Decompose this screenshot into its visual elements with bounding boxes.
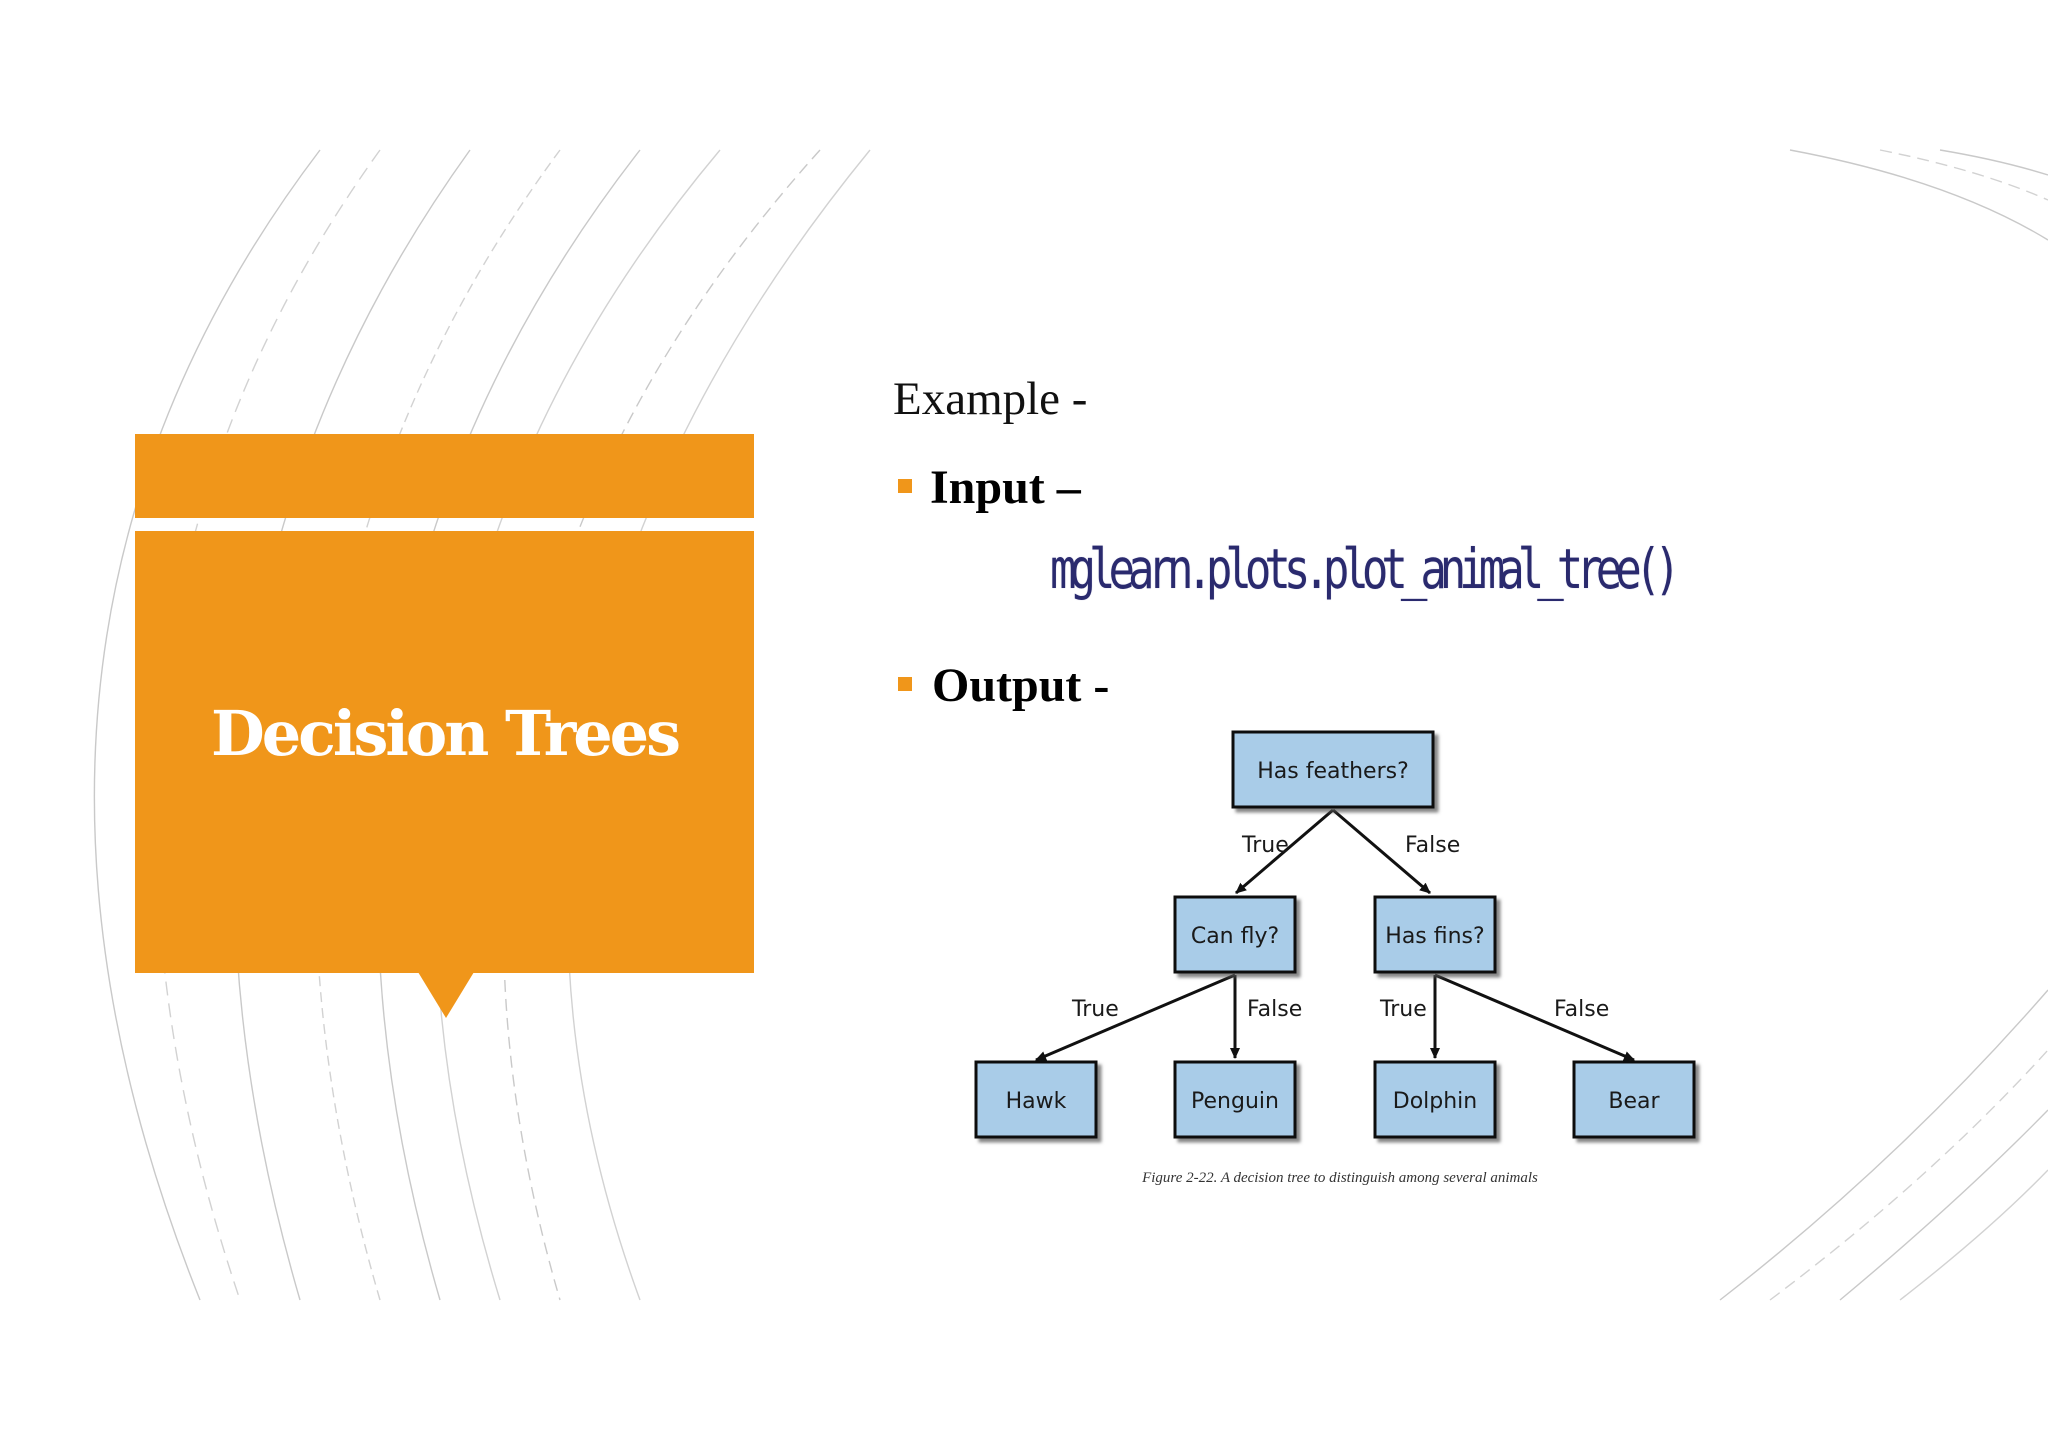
slide-title: Decision Trees [210,697,681,770]
bottom-right-arc-group [1719,989,2048,1301]
callout-pointer [418,972,474,1018]
node-root-label: Has feathers? [1257,759,1409,784]
node-dolphin: Dolphin [1373,1060,1497,1139]
input-label: Input – [930,461,1081,514]
node-root: Has feathers? [1231,730,1435,809]
node-right-label: Has fins? [1385,924,1484,949]
edge-label-right-left: True [1379,997,1427,1022]
decision-tree-diagram: True False True False True False Has fea… [974,730,1696,1139]
title-box [135,531,754,973]
output-label: Output - [932,659,1110,712]
figure-caption: Figure 2-22. A decision tree to distingu… [1142,1170,1538,1186]
edge-label-right-right: False [1554,997,1609,1022]
node-left: Can fly? [1173,895,1297,974]
input-bullet [898,479,912,493]
code-snippet: mglearn.plots.plot_animal_tree() [1050,538,1681,602]
edge-root-left [1235,808,1334,895]
top-right-arc-group [1789,149,2048,241]
edge-left-left [1035,973,1236,1062]
node-bear-label: Bear [1608,1089,1660,1114]
accent-bar [135,434,754,518]
node-left-label: Can fly? [1191,924,1279,949]
node-right: Has fins? [1373,895,1497,974]
node-hawk: Hawk [974,1060,1098,1139]
node-penguin-label: Penguin [1191,1089,1279,1114]
edge-right-right [1434,973,1635,1062]
example-heading: Example - [893,373,1088,425]
edge-label-root-right: False [1405,833,1460,858]
node-dolphin-label: Dolphin [1393,1089,1477,1114]
edge-label-left-right: False [1247,997,1302,1022]
edge-label-left-left: True [1071,997,1119,1022]
edge-root-right [1332,808,1431,895]
node-bear: Bear [1572,1060,1696,1139]
node-hawk-label: Hawk [1006,1089,1067,1114]
edge-label-root-left: True [1241,833,1289,858]
node-penguin: Penguin [1173,1060,1297,1139]
output-bullet [898,677,912,691]
